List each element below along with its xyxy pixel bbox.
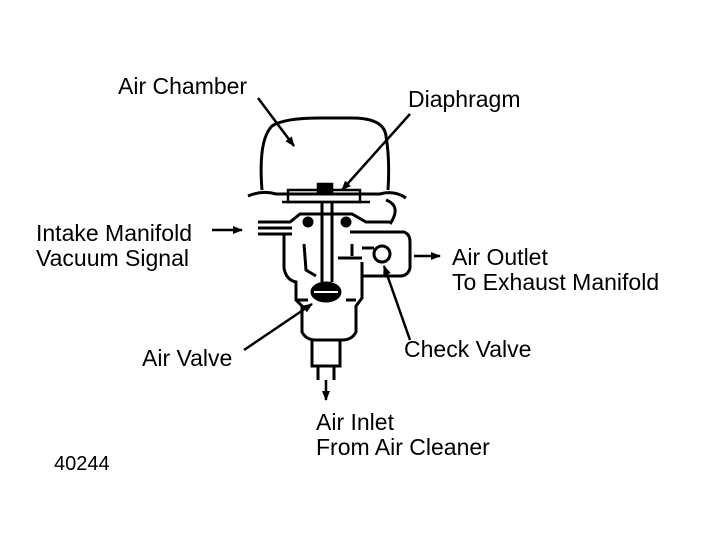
air-valve-arrow	[243, 302, 313, 352]
inlet-neck	[310, 340, 342, 380]
check-valve-arrow	[382, 265, 412, 341]
label-air-chamber: Air Chamber	[118, 73, 248, 99]
diaphragm-arrow	[341, 113, 411, 191]
label-diaphragm: Diaphragm	[408, 86, 521, 112]
label-intake-line2: Vacuum Signal	[36, 245, 189, 271]
label-intake-line1: Intake Manifold	[36, 220, 192, 246]
label-check-valve: Check Valve	[404, 336, 532, 362]
air-outlet-housing	[338, 230, 412, 278]
label-air-valve: Air Valve	[142, 345, 233, 371]
air-valve-disc	[310, 281, 342, 303]
callout-arrows	[212, 97, 441, 401]
intake-port	[258, 198, 397, 236]
label-outlet-line2: To Exhaust Manifold	[452, 269, 660, 295]
figure-number: 40244	[54, 453, 110, 475]
diaphragm-plate	[282, 182, 370, 204]
label-inlet-line2: From Air Cleaner	[316, 434, 490, 460]
valve-stem	[302, 202, 352, 282]
air-chamber-arrow	[257, 97, 295, 147]
label-outlet-line1: Air Outlet	[452, 244, 548, 270]
valve-body	[282, 234, 364, 342]
air-chamber-dome	[247, 116, 407, 200]
label-inlet-line1: Air Inlet	[316, 409, 394, 435]
